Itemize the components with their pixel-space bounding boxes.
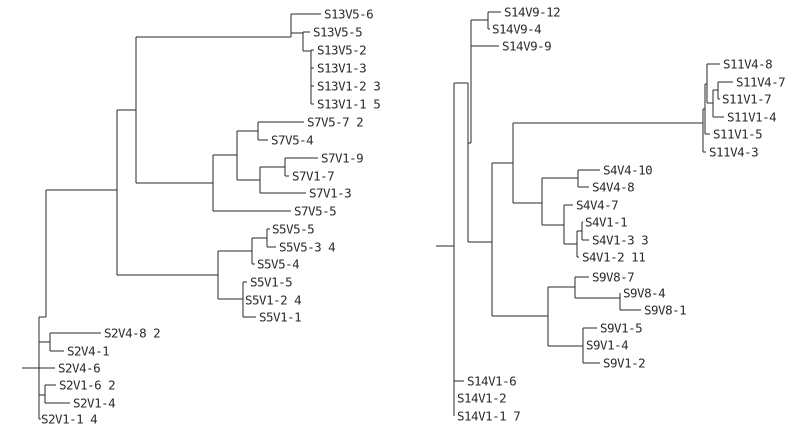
taxon-label: S2V1-6 2 <box>59 378 115 393</box>
taxon-label: S9V8-1 <box>644 303 686 318</box>
taxon-label: S4V4-8 <box>592 180 634 195</box>
taxon-label: S11V1-7 <box>722 92 771 107</box>
taxon-label: S5V5-5 <box>272 222 314 237</box>
taxon-label: S2V1-4 <box>73 396 115 411</box>
taxon-label: S11V1-5 <box>713 127 762 142</box>
taxon-label: S14V1-2 <box>457 391 506 406</box>
taxon-label: S9V1-4 <box>586 338 628 353</box>
taxon-label: S14V9-9 <box>502 39 551 54</box>
taxon-label: S2V1-1 4 <box>41 412 97 427</box>
taxon-label: S13V1-3 <box>317 61 366 76</box>
taxon-label: S7V5-5 <box>294 204 336 219</box>
taxon-label: S7V1-3 <box>309 186 351 201</box>
taxon-label: S9V1-5 <box>600 321 642 336</box>
taxon-label: S5V1-5 <box>250 275 292 290</box>
taxon-label: S5V1-1 <box>259 310 301 325</box>
taxon-label: S11V1-4 <box>727 110 776 125</box>
taxon-label: S4V1-1 <box>585 215 627 230</box>
taxon-label: S9V1-2 <box>603 356 645 371</box>
taxon-label: S5V1-2 4 <box>245 293 301 308</box>
taxon-label: S7V1-7 <box>292 169 334 184</box>
taxon-label: S4V1-2 11 <box>582 250 645 265</box>
taxon-label: S7V1-9 <box>321 151 363 166</box>
taxon-label: S14V1-1 7 <box>457 409 520 424</box>
taxon-label: S14V9-12 <box>504 5 560 20</box>
taxon-label: S13V1-1 5 <box>317 97 380 112</box>
taxon-label: S11V4-8 <box>723 57 772 72</box>
taxon-label: S7V5-7 2 <box>307 115 363 130</box>
taxon-label: S2V4-6 <box>58 361 100 376</box>
taxon-label: S4V1-3 3 <box>592 233 648 248</box>
taxon-label: S13V5-2 <box>317 43 366 58</box>
taxon-label: S5V5-4 <box>257 257 299 272</box>
taxon-label: S9V8-7 <box>592 270 634 285</box>
taxon-label: S2V4-8 2 <box>104 326 160 341</box>
taxon-label: S13V5-5 <box>313 25 362 40</box>
taxon-label: S5V5-3 4 <box>279 240 335 255</box>
taxon-label: S4V4-7 <box>576 198 618 213</box>
taxon-label: S14V9-4 <box>492 22 541 37</box>
taxon-label: S7V5-4 <box>271 133 313 148</box>
taxon-label: S11V4-7 <box>736 75 785 90</box>
right-tree: S14V9-12S14V9-4S14V9-9S11V4-8S11V4-7S11V… <box>436 5 786 424</box>
taxon-label: S2V4-1 <box>67 344 109 359</box>
taxon-label: S9V8-4 <box>623 286 665 301</box>
taxon-label: S13V5-6 <box>324 7 373 22</box>
taxon-label: S11V4-3 <box>709 145 758 160</box>
taxon-label: S4V4-10 <box>603 163 652 178</box>
taxon-label: S13V1-2 3 <box>317 79 380 94</box>
taxon-label: S14V1-6 <box>467 374 516 389</box>
